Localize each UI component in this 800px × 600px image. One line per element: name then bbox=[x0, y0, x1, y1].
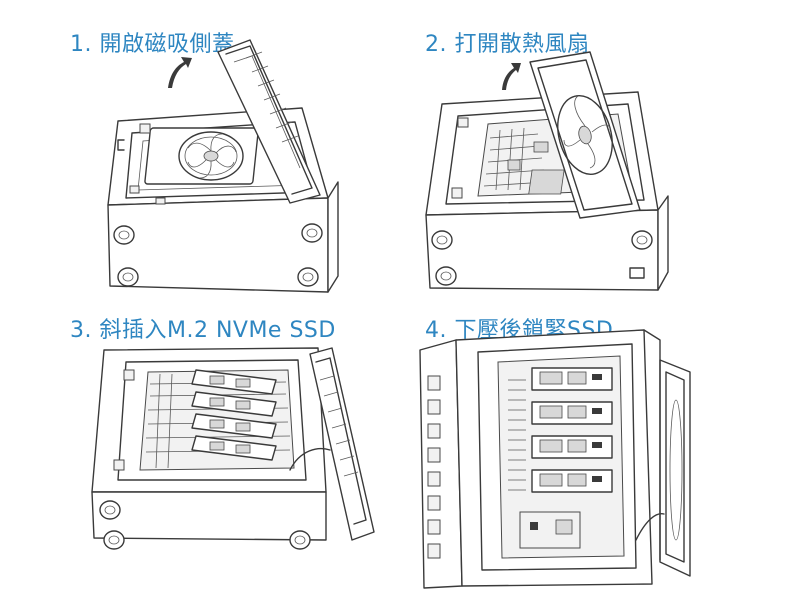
step-3-label: 3. 斜插入M.2 NVMe SSD bbox=[70, 318, 336, 343]
step-1-label: 1. 開啟磁吸側蓋 bbox=[70, 32, 235, 57]
foot-pads bbox=[113, 223, 323, 287]
m2-ssd-modules bbox=[191, 369, 277, 461]
fan-icon-2 bbox=[557, 95, 613, 175]
step-2-illustration bbox=[425, 51, 669, 291]
m2-ssd-modules-secured bbox=[531, 367, 613, 493]
step-4-illustration bbox=[419, 329, 691, 589]
step-3-illustration bbox=[91, 347, 375, 550]
open-arrow-icon-2 bbox=[502, 63, 521, 90]
fan-icon bbox=[178, 131, 244, 181]
step-2-label: 2. 打開散熱風扇 bbox=[425, 32, 590, 57]
step-1-illustration bbox=[107, 39, 339, 293]
open-arrow-icon bbox=[168, 57, 192, 88]
